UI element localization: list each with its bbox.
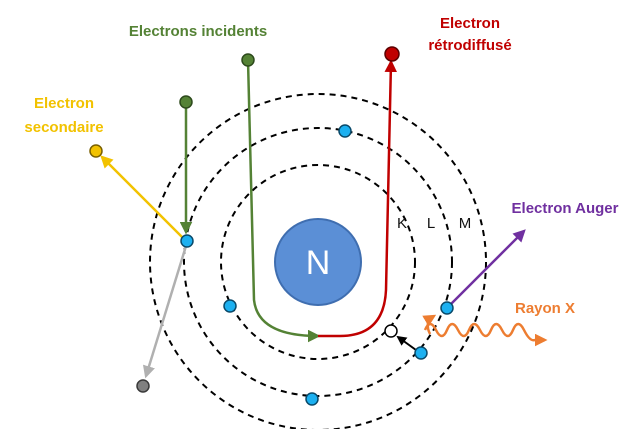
incident-electron-2 [241, 53, 255, 67]
vacancy [384, 324, 398, 338]
deflected-path [142, 245, 188, 379]
incident-label: Electrons incidents [129, 23, 267, 40]
relaxation-arrow [396, 335, 417, 351]
electron-m-bottom [305, 392, 319, 406]
incident-electron-1 [179, 95, 193, 109]
auger-label: Electron Auger [512, 200, 619, 217]
secondary-label-1: Electron [34, 95, 94, 112]
backscattered-label-1: Electron [440, 15, 500, 32]
ejected-electron-site [180, 234, 194, 248]
auger-origin-electron [440, 301, 454, 315]
secondary-electron [89, 144, 103, 158]
xray-label: Rayon X [515, 300, 575, 317]
shell-k [220, 164, 416, 360]
relaxing-electron [414, 346, 428, 360]
secondary-label-2: secondaire [24, 119, 103, 136]
incident-path-2 [246, 59, 321, 343]
secondary-path [100, 155, 186, 241]
shell-m-label: M [459, 215, 472, 232]
xray-wave-back [422, 314, 437, 335]
xray-wave [423, 322, 548, 347]
backscattered-path [318, 59, 398, 338]
deflected-electron [136, 379, 150, 393]
nucleus-label: N [306, 244, 331, 282]
shell-l-label: L [427, 215, 435, 232]
nucleus [274, 218, 362, 306]
electron-l-top [338, 124, 352, 138]
electron-k-left [223, 299, 237, 313]
shell-m [149, 93, 487, 429]
auger-path [446, 229, 526, 309]
backscattered-label-2: rétrodiffusé [428, 37, 511, 54]
shell-k-label: K [397, 215, 407, 232]
backscattered-electron [384, 46, 400, 62]
